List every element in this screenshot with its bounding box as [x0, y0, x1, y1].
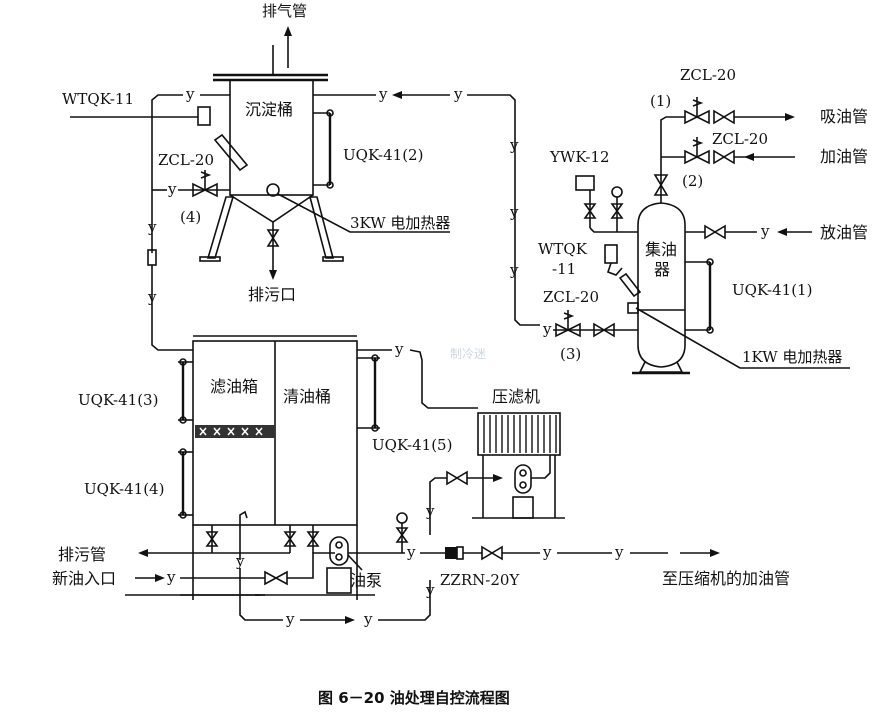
y-marker: y	[425, 502, 435, 520]
y-marker: y	[509, 136, 519, 154]
y-marker: y	[509, 203, 519, 221]
heater-3kw-label: 3KW 电加热器	[350, 214, 450, 232]
y-marker: y	[394, 340, 404, 358]
wtqk-left-label: WTQK-11	[62, 90, 134, 108]
y-marker: y	[185, 85, 195, 103]
return-line	[313, 91, 540, 326]
y-marker: y	[166, 568, 176, 586]
oil-collector-label: 集油	[645, 240, 677, 259]
zcl1-number: (1)	[650, 92, 671, 110]
y-marker: y	[167, 180, 177, 198]
left-oil-line	[147, 94, 230, 351]
zcl2-label: ZCL-20	[712, 130, 768, 148]
zcl2-number: (2)	[682, 172, 703, 190]
sewage-outlet-label: 排污口	[248, 285, 296, 304]
uqk5-label: UQK-41(5)	[372, 436, 452, 454]
zzrn-label: ZZRN-20Y	[440, 571, 520, 589]
y-marker: y	[378, 85, 388, 103]
zcl3-number: (3)	[560, 345, 581, 363]
suction-pipe-label: 吸油管	[820, 107, 868, 126]
y-marker: y	[425, 581, 435, 599]
y-marker: y	[363, 610, 373, 628]
sewage-pipe-label: 排污管	[58, 545, 106, 564]
fill-pipe-label: 加油管	[820, 147, 868, 166]
y-marker: y	[614, 543, 624, 561]
to-compressor-label: 至压缩机的加油管	[662, 569, 790, 588]
figure-caption: 图 6－20 油处理自控流程图	[318, 689, 510, 707]
zcl3-label: ZCL-20	[543, 288, 599, 306]
exhaust-pipe-label: 排气管	[262, 2, 307, 20]
uqk1-label: UQK-41(1)	[732, 281, 812, 299]
y-marker: y	[509, 261, 519, 279]
oil-collector	[553, 97, 850, 375]
zcl-left-label: ZCL-20	[158, 151, 214, 169]
oil-pump-label: 油泵	[350, 571, 382, 590]
zcl-left-number: (4)	[180, 208, 201, 226]
y-marker: y	[542, 320, 552, 338]
uqk3-label: UQK-41(3)	[78, 391, 158, 409]
heater-1kw-label: 1KW 电加热器	[742, 348, 842, 366]
new-oil-inlet-label: 新油入口	[52, 569, 116, 588]
y-marker: y	[285, 610, 295, 628]
y-marker: y	[406, 543, 416, 561]
watermark: 制冷迷	[450, 347, 486, 361]
uqk4-label: UQK-41(4)	[84, 480, 164, 498]
y-marker: y	[760, 222, 770, 240]
y-marker: y	[542, 543, 552, 561]
filter-press	[446, 412, 565, 519]
filter-press-label: 压滤机	[492, 387, 540, 406]
y-marker: y	[147, 218, 157, 236]
wtqk-right-label: WTQK	[538, 240, 588, 258]
filter-tank-label: 滤油箱	[210, 377, 258, 396]
wtqk-right-label-2: -11	[552, 260, 576, 278]
filter-tank-assembly	[125, 335, 720, 624]
ywk-label: YWK-12	[549, 148, 610, 166]
clean-tank-label: 清油桶	[283, 387, 331, 406]
uqk2-label: UQK-41(2)	[343, 146, 423, 164]
y-marker: y	[235, 552, 245, 570]
oil-collector-label-2: 器	[654, 260, 670, 279]
y-marker: y	[147, 288, 157, 306]
drain-oil-pipe-label: 放油管	[820, 223, 868, 242]
zcl1-label: ZCL-20	[680, 66, 736, 84]
y-marker: y	[453, 85, 463, 103]
settling-tank	[70, 26, 450, 280]
settling-tank-label: 沉淀桶	[245, 100, 293, 119]
